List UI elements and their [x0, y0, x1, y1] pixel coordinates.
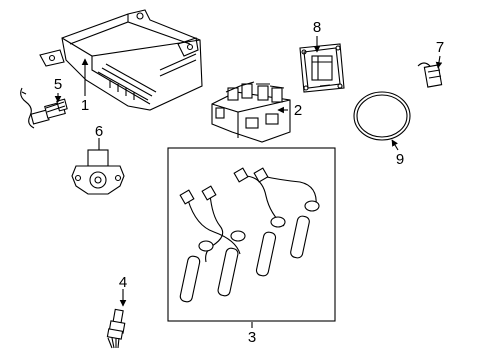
callout-8: 8 — [313, 19, 321, 36]
coil-pack-drawing — [211, 81, 291, 143]
o-ring-drawing — [353, 91, 411, 141]
throttle-sensor-drawing — [71, 149, 125, 195]
leader-line-9 — [391, 139, 399, 151]
wire-set-drawing — [179, 167, 320, 303]
leader-line-7 — [435, 55, 443, 69]
callout-4: 4 — [119, 274, 127, 291]
callout-6: 6 — [95, 123, 103, 140]
gasket-drawing — [299, 43, 345, 93]
oxygen-sensor-drawing — [20, 87, 68, 129]
callout-7: 7 — [436, 39, 444, 56]
callout-2: 2 — [294, 102, 302, 119]
ecu-module-drawing — [39, 9, 203, 111]
wire-set-border — [167, 147, 336, 322]
callout-9: 9 — [396, 151, 404, 168]
callout-5: 5 — [54, 76, 62, 93]
callout-3: 3 — [248, 329, 256, 346]
callout-1: 1 — [81, 97, 89, 114]
knock-sensor-drawing — [417, 62, 443, 88]
spark-plug-drawing — [106, 308, 126, 349]
